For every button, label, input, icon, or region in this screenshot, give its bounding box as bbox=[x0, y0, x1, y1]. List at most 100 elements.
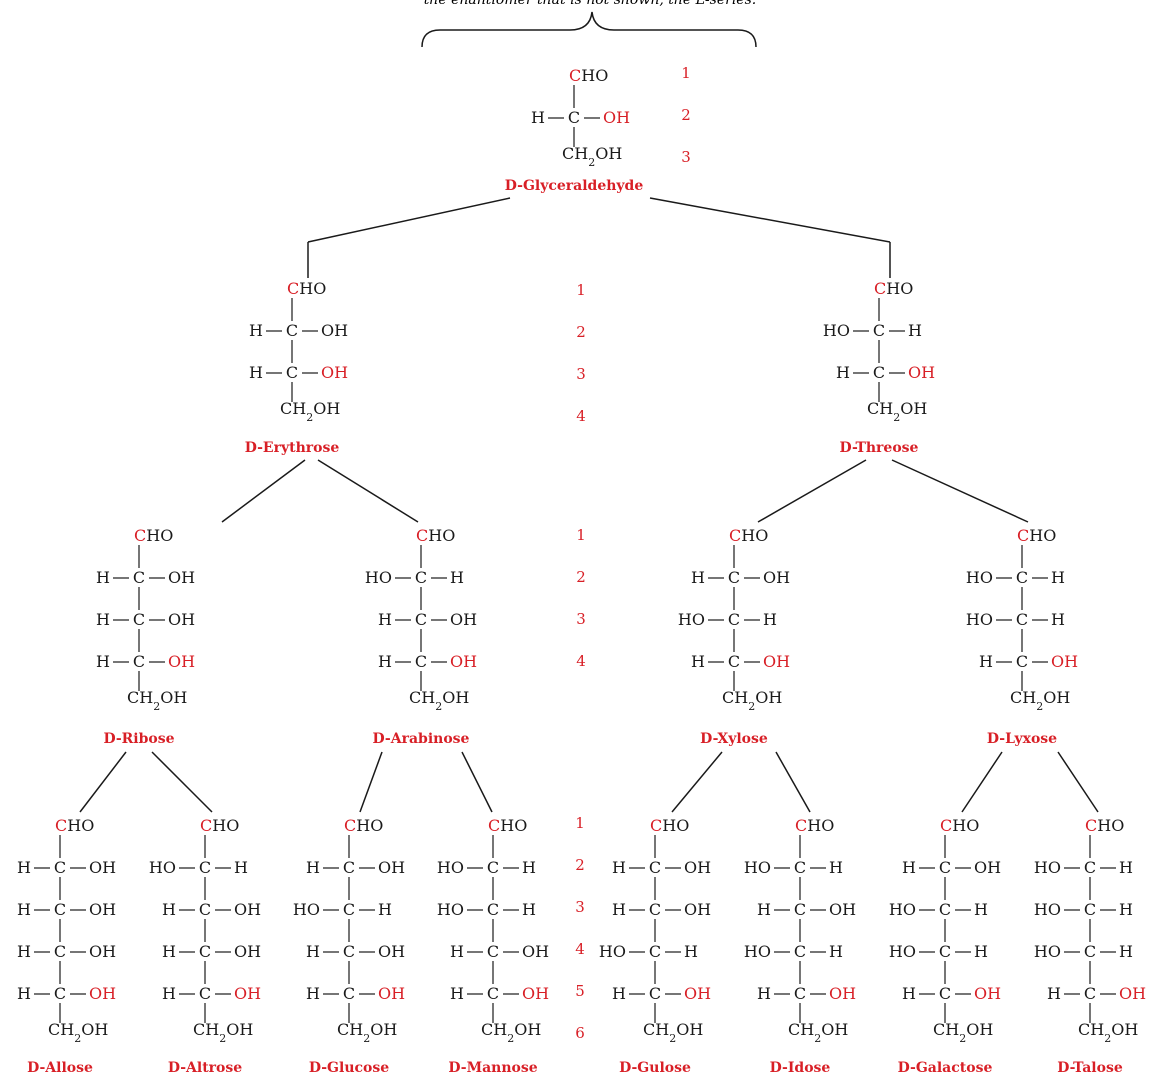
terminal-ch2oh: CH2OH bbox=[933, 1020, 993, 1045]
left-substituent: H bbox=[306, 858, 320, 877]
left-substituent: H bbox=[979, 652, 993, 671]
carbon-number: 3 bbox=[681, 148, 691, 166]
right-substituent: OH bbox=[974, 984, 1001, 1003]
chiral-carbon: C bbox=[199, 900, 211, 919]
tree-connector bbox=[775, 751, 811, 813]
right-substituent: OH bbox=[908, 363, 935, 382]
left-substituent: HO bbox=[1034, 942, 1061, 961]
carbon-number: 2 bbox=[681, 106, 691, 124]
carbon-number: 4 bbox=[576, 652, 586, 670]
chiral-carbon: C bbox=[343, 984, 355, 1003]
right-substituent: H bbox=[908, 321, 922, 340]
right-substituent: H bbox=[974, 942, 988, 961]
chiral-carbon: C bbox=[873, 363, 885, 382]
left-substituent: HO bbox=[744, 858, 771, 877]
right-substituent: H bbox=[1119, 858, 1133, 877]
left-substituent: HO bbox=[966, 568, 993, 587]
left-substituent: H bbox=[757, 984, 771, 1003]
chiral-carbon: C bbox=[343, 900, 355, 919]
left-substituent: H bbox=[162, 984, 176, 1003]
aldehyde-group: CHO bbox=[134, 526, 173, 545]
carbon-number: 3 bbox=[576, 610, 586, 628]
chiral-carbon: C bbox=[649, 858, 661, 877]
left-substituent: H bbox=[96, 652, 110, 671]
right-substituent: OH bbox=[1119, 984, 1146, 1003]
chiral-carbon: C bbox=[54, 984, 66, 1003]
right-substituent: OH bbox=[763, 652, 790, 671]
right-substituent: H bbox=[829, 858, 843, 877]
aldehyde-group: CHO bbox=[416, 526, 455, 545]
chiral-carbon: C bbox=[794, 984, 806, 1003]
right-substituent: H bbox=[1119, 942, 1133, 961]
right-substituent: H bbox=[450, 568, 464, 587]
right-substituent: OH bbox=[168, 568, 195, 587]
right-substituent: H bbox=[1119, 900, 1133, 919]
terminal-ch2oh: CH2OH bbox=[409, 688, 469, 713]
left-substituent: H bbox=[249, 363, 263, 382]
terminal-ch2oh: CH2OH bbox=[1010, 688, 1070, 713]
caption-brace bbox=[421, 11, 757, 48]
right-substituent: OH bbox=[684, 900, 711, 919]
chiral-carbon: C bbox=[649, 900, 661, 919]
sugar-name-erythrose: D-Erythrose bbox=[245, 440, 340, 456]
chiral-carbon: C bbox=[54, 900, 66, 919]
aldehyde-group: CHO bbox=[795, 816, 834, 835]
aldehyde-group: CHO bbox=[287, 279, 326, 298]
aldehyde-group: CHO bbox=[729, 526, 768, 545]
sugar-name-altrose: D-Altrose bbox=[168, 1060, 242, 1076]
chiral-carbon: C bbox=[939, 942, 951, 961]
tree-connector bbox=[221, 459, 306, 523]
chiral-carbon: C bbox=[939, 858, 951, 877]
sugar-name-gulose: D-Gulose bbox=[619, 1060, 691, 1076]
carbon-number: 2 bbox=[576, 323, 586, 341]
sugar-name-talose: D-Talose bbox=[1057, 1060, 1123, 1076]
figure-caption: the enantiomer that is not shown, the L-… bbox=[424, 0, 756, 8]
right-substituent: OH bbox=[684, 858, 711, 877]
tree-connector bbox=[317, 459, 419, 523]
aldehyde-group: CHO bbox=[940, 816, 979, 835]
right-substituent: OH bbox=[321, 363, 348, 382]
chiral-carbon: C bbox=[794, 942, 806, 961]
right-substituent: OH bbox=[378, 984, 405, 1003]
chiral-carbon: C bbox=[1016, 652, 1028, 671]
left-substituent: H bbox=[17, 942, 31, 961]
right-substituent: OH bbox=[378, 858, 405, 877]
aldehyde-group: CHO bbox=[344, 816, 383, 835]
carbon-number: 4 bbox=[575, 940, 585, 958]
left-substituent: H bbox=[378, 610, 392, 629]
tree-connector bbox=[151, 751, 213, 813]
chiral-carbon: C bbox=[873, 321, 885, 340]
left-substituent: H bbox=[612, 858, 626, 877]
left-substituent: HO bbox=[889, 900, 916, 919]
tree-connector bbox=[757, 459, 867, 523]
right-substituent: H bbox=[1051, 610, 1065, 629]
triose-numbers: 123 bbox=[681, 64, 691, 166]
aldehyde-group: CHO bbox=[55, 816, 94, 835]
terminal-ch2oh: CH2OH bbox=[280, 399, 340, 424]
chiral-carbon: C bbox=[133, 568, 145, 587]
right-substituent: OH bbox=[974, 858, 1001, 877]
chiral-carbon: C bbox=[649, 984, 661, 1003]
terminal-ch2oh: CH2OH bbox=[788, 1020, 848, 1045]
left-substituent: HO bbox=[149, 858, 176, 877]
chiral-carbon: C bbox=[1084, 942, 1096, 961]
left-substituent: HO bbox=[966, 610, 993, 629]
chiral-carbon: C bbox=[133, 652, 145, 671]
terminal-ch2oh: CH2OH bbox=[193, 1020, 253, 1045]
left-substituent: HO bbox=[437, 900, 464, 919]
right-substituent: OH bbox=[378, 942, 405, 961]
chiral-carbon: C bbox=[1016, 568, 1028, 587]
right-substituent: OH bbox=[234, 942, 261, 961]
carbon-number: 4 bbox=[576, 407, 586, 425]
aldehyde-group: CHO bbox=[569, 66, 608, 85]
sugar-name-arabinose: D-Arabinose bbox=[373, 731, 470, 747]
